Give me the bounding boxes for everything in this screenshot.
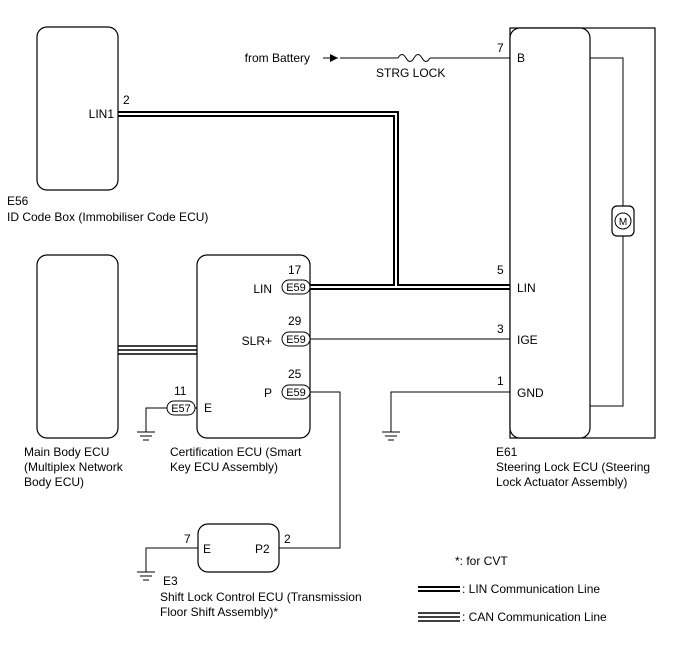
from-battery-label: from Battery (245, 51, 310, 65)
main-body-ecu-box (36, 254, 119, 439)
p-p2-wire (279, 391, 341, 549)
lin-bus-wire (117, 111, 510, 290)
svg-text:E57: E57 (171, 403, 191, 415)
steering-lock-ecu-box (509, 27, 591, 439)
pin-label-b: B (517, 51, 525, 65)
connector-e57-e: E57 (166, 400, 196, 416)
connector-e59-p: E59 (281, 384, 311, 400)
shift-lock-line2: Floor Shift Assembly)* (160, 605, 278, 619)
steering-gnd-wire (382, 391, 510, 441)
shift-lock-line1: Shift Lock Control ECU (Transmission (160, 590, 362, 604)
id-code-box-code: E56 (7, 194, 29, 208)
pin-no-shift-2: 2 (284, 532, 291, 546)
pin-no-25: 25 (288, 367, 302, 381)
legend-lin-label: : LIN Communication Line (462, 582, 600, 596)
pin-no-7: 7 (497, 41, 504, 55)
pin-label-p2: P2 (255, 542, 270, 556)
shift-lock-code: E3 (163, 574, 178, 588)
shift-gnd-wire (137, 547, 198, 581)
cert-ecu-line1: Certification ECU (Smart (170, 445, 302, 459)
fuse-icon (397, 54, 431, 62)
pin-label-gnd: GND (517, 386, 544, 400)
svg-text:E59: E59 (286, 387, 306, 399)
steering-lock-code: E61 (496, 445, 518, 459)
cert-gnd-wire (137, 407, 198, 441)
steering-lock-line2: Lock Actuator Assembly) (496, 475, 627, 489)
main-body-line1: Main Body ECU (24, 445, 109, 459)
pin-no-5: 5 (497, 263, 504, 277)
pin-label-cert-lin: LIN (253, 282, 272, 296)
pin-label-shift-e: E (203, 542, 211, 556)
motor-label: M (619, 217, 627, 228)
id-code-box (36, 26, 119, 191)
pin-no-11: 11 (174, 384, 187, 398)
id-code-box-name: ID Code Box (Immobiliser Code ECU) (7, 210, 208, 224)
connector-e59-slr: E59 (281, 331, 311, 347)
steering-lock-ecu: M (509, 27, 656, 439)
svg-text:E59: E59 (286, 282, 306, 294)
arrow-icon (330, 54, 338, 62)
pin-no-17: 17 (288, 263, 302, 277)
steering-lock-line1: Steering Lock ECU (Steering (496, 460, 650, 474)
cert-ecu-line2: Key ECU Assembly) (170, 460, 278, 474)
pin-no-2: 2 (123, 93, 130, 107)
legend-note: *: for CVT (455, 554, 508, 568)
pin-label-slr: SLR+ (242, 334, 272, 348)
pin-no-shift-7: 7 (184, 532, 191, 546)
pin-no-29: 29 (288, 314, 302, 328)
svg-text:E59: E59 (286, 334, 306, 346)
can-bus-wire (118, 345, 198, 355)
pin-label-e: E (204, 401, 212, 415)
legend-can-swatch (418, 612, 460, 622)
pin-no-1: 1 (497, 374, 504, 388)
shift-lock-ecu-box (197, 523, 280, 573)
connector-e59-lin: E59 (281, 279, 311, 295)
main-body-line2: (Multiplex Network (24, 460, 124, 474)
pin-no-3: 3 (497, 322, 504, 336)
pin-label-ige: IGE (517, 333, 538, 347)
pin-label-lin1: LIN1 (89, 107, 115, 121)
legend-can-label: : CAN Communication Line (462, 610, 607, 624)
main-body-line3: Body ECU) (24, 475, 84, 489)
fuse-label: STRG LOCK (376, 66, 445, 80)
pin-label-steer-lin: LIN (517, 281, 536, 295)
battery-wire (323, 54, 510, 62)
pin-label-p: P (264, 386, 272, 400)
